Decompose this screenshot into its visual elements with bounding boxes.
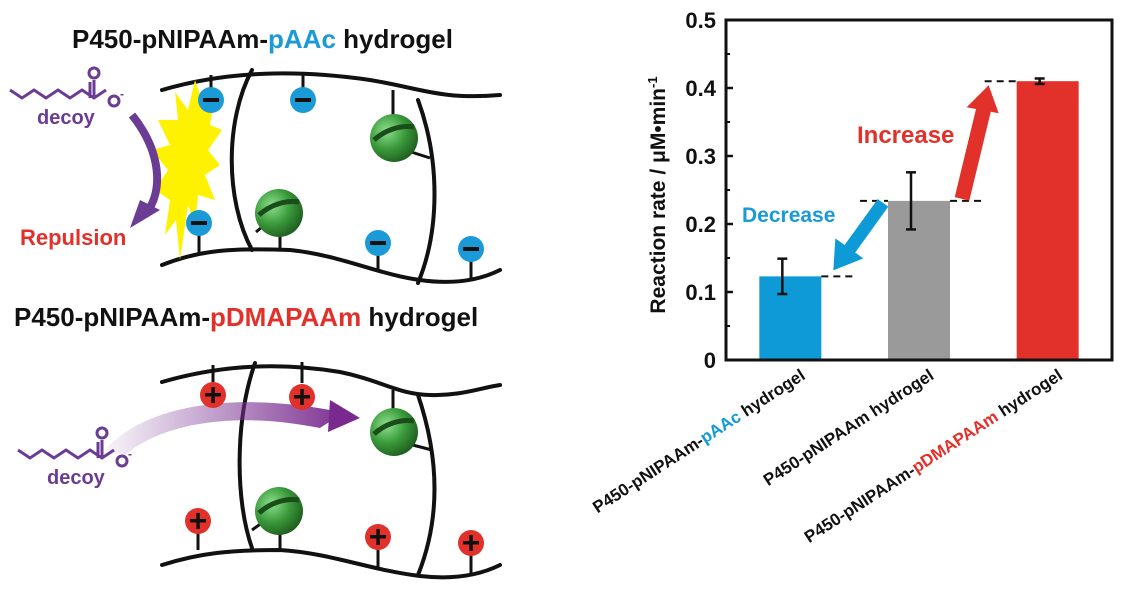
negative-charge [290,72,316,113]
negative-charge [365,230,391,270]
diffusion-arrowhead [328,400,360,432]
y-tick-label: 0.2 [685,212,716,237]
polymer-chain-top [160,364,502,398]
repulsion-label: Repulsion [20,225,126,250]
hydrogel-scheme: - decoy Repulsion - d [9,66,502,580]
repulsion-arrowhead [130,200,160,228]
crosslink [229,68,254,252]
y-tick-label: 0.3 [685,144,716,169]
top-charges [186,72,484,278]
crosslink [416,393,437,577]
repulsion-starburst [152,80,222,260]
decrease-label: Decrease [742,204,835,227]
y-axis-label-superscript: -1 [645,76,660,88]
p450-enzyme [255,189,303,250]
y-tick-label: 0.1 [685,280,716,305]
increase-arrow [954,103,992,201]
x-tick-label: P450-pNIPAAm-pDMAPAAm hydrogel [801,365,1066,546]
positive-charge [200,365,226,408]
x-tick-label-part: hydrogel [734,365,809,423]
title-part: P450-pNIPAAm- [72,24,269,54]
decrease-arrow [842,199,889,257]
decoy-label: decoy [37,107,96,129]
x-tick-label: P450-pNIPAAm-pAAc hydrogel [589,365,808,517]
crosslink [237,361,257,550]
negative-charge [186,210,212,255]
decoy-molecule-icon [9,66,121,108]
positive-charge [458,530,484,574]
title-part: P450-pNIPAAm- [14,302,211,332]
decoy-molecule-icon [17,426,129,468]
chart-layer: Decrease Increase 0 0.1 0.2 0.3 0.4 0.5Reaction… [589,8,1114,547]
increase-label: Increase [857,122,954,149]
p450-enzyme [370,90,431,162]
x-tick-label-part: hydrogel [991,365,1066,423]
crosslink [416,98,437,285]
negative-charge [458,236,484,278]
title-part: hydrogel [361,302,479,332]
charge-superscript: - [128,447,132,461]
negative-charge [198,75,224,113]
x-tick-label-part: P450-pNIPAAm- [589,431,707,517]
y-tick-label: 0.5 [685,8,716,33]
positive-charge [365,524,391,568]
bar [888,200,950,360]
bar [759,276,822,360]
top-panel-title: P450-pNIPAAm-pAAc hydrogel [72,24,453,55]
positive-charge [289,362,315,410]
diffusion-arrow [105,402,340,455]
top-network [160,68,502,285]
title-highlight-pAAc: pAAc [268,24,336,54]
bar [1016,81,1079,360]
p450-enzyme [370,390,433,456]
bottom-network [160,361,502,580]
increase-arrowhead [966,85,999,114]
decrease-arrowhead [833,238,864,271]
bottom-charges [185,362,484,574]
title-part: hydrogel [335,24,453,54]
title-highlight-pDMAPAAm: pDMAPAAm [210,302,362,332]
p450-enzyme [251,487,303,548]
x-tick-label-part: P450-pNIPAAm- [801,461,919,547]
charge-superscript: - [120,87,124,101]
polymer-chain-top [160,71,502,99]
polymer-chain-bottom [160,547,502,580]
y-tick-label: 0.4 [685,76,716,101]
x-tick-label-highlight: pDMAPAAm [908,407,1001,477]
polymer-chain-bottom [160,247,502,284]
positive-charge [185,508,211,550]
decoy-label: decoy [47,467,106,489]
y-tick-label: 0 [704,348,716,373]
y-axis-label: Reaction rate / μM•min-1 [645,76,670,313]
bottom-panel-title: P450-pNIPAAm-pDMAPAAm hydrogel [14,302,478,333]
